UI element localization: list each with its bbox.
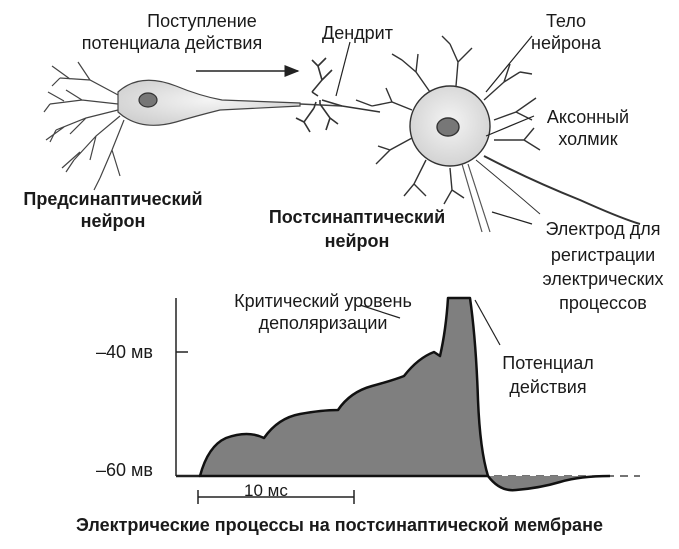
threshold-label-1: Критический уровень [212,290,434,312]
postsynaptic-dendrite [296,58,342,132]
postsynaptic-label-2: нейрон [250,230,464,252]
y-tick-label-minus40: –40 мв [96,341,153,363]
soma-label-2: нейрона [516,32,616,54]
y-tick-label-minus60: –60 мв [96,459,153,481]
electrode [462,164,490,232]
threshold-label-2: деполяризации [212,312,434,334]
electrode-label-2: регистрации [528,244,678,266]
action-potential-label-1: Потенциал [486,352,610,374]
hillock-label-2: холмик [528,128,648,150]
presynaptic-nucleus [139,93,157,107]
time-scale-label: 10 мс [244,481,288,501]
arrival-label-2: потенциала действия [62,32,282,54]
presynaptic-label-1: Предсинаптический [6,188,220,210]
postsynaptic-nucleus [437,118,459,136]
soma-label-1: Тело [516,10,616,32]
electrode-label-1: Электрод для [528,218,678,240]
undershoot-area [488,476,610,490]
electrode-label-4: процессов [528,292,678,314]
presynaptic-neuron [44,62,342,190]
postsynaptic-label-1: Постсинаптический [250,206,464,228]
dendrite-label: Дендрит [322,22,393,44]
electrode-label-3: электрических [528,268,678,290]
postsynaptic-axon [484,156,640,224]
presynaptic-label-2: нейрон [6,210,220,232]
arrival-label-1: Поступление [92,10,312,32]
caption: Электрические процессы на постсинаптичес… [0,514,679,536]
presynaptic-dendrites [44,62,124,190]
hillock-label-1: Аксонный [528,106,648,128]
action-potential-label-2: действия [486,376,610,398]
